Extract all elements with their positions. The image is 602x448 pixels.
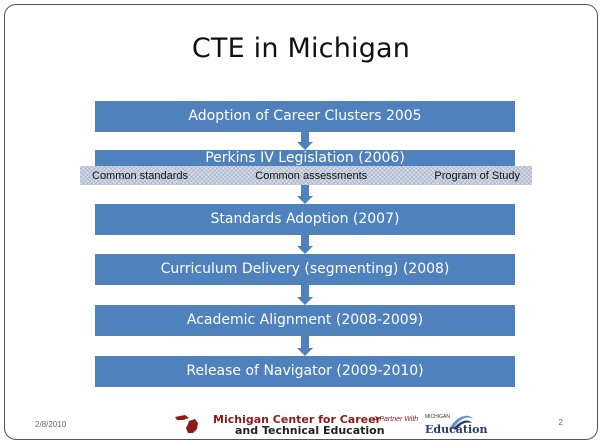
education-swoosh-icon (449, 415, 473, 430)
partner-text: A Partner With (373, 416, 419, 423)
perkins-item-program: Program of Study (434, 169, 520, 182)
mcte-logo: Michigan Center for Career and Technical… (171, 411, 488, 437)
michigan-map-icon (175, 415, 198, 433)
perkins-item-standards: Common standards (92, 169, 188, 182)
step-perkins: Perkins IV Legislation (2006) (95, 150, 515, 166)
step-career-clusters: Adoption of Career Clusters 2005 (95, 101, 515, 132)
slide: CTE in Michigan Adoption of Career Clust… (4, 4, 598, 440)
slide-number: 2 (558, 418, 563, 427)
footer-date: 2/8/2010 (35, 420, 67, 429)
perkins-item-assessments: Common assessments (255, 169, 368, 182)
slide-title: CTE in Michigan (191, 33, 411, 64)
edu-logo-bottom: Education (425, 423, 488, 436)
logo-line2: and Technical Education (235, 424, 385, 437)
michigan-education-logo: MICHIGAN Education (419, 411, 488, 437)
logo-line1: Michigan Center for Career (213, 413, 381, 426)
step-curriculum: Curriculum Delivery (segmenting) (2008) (95, 254, 515, 285)
step-standards: Standards Adoption (2007) (95, 204, 515, 235)
step-navigator: Release of Navigator (2009-2010) (95, 356, 515, 387)
edu-logo-top: MICHIGAN (425, 414, 450, 420)
perkins-subitems: Common standards Common assessments Prog… (80, 166, 532, 185)
step-academic: Academic Alignment (2008-2009) (95, 305, 515, 336)
